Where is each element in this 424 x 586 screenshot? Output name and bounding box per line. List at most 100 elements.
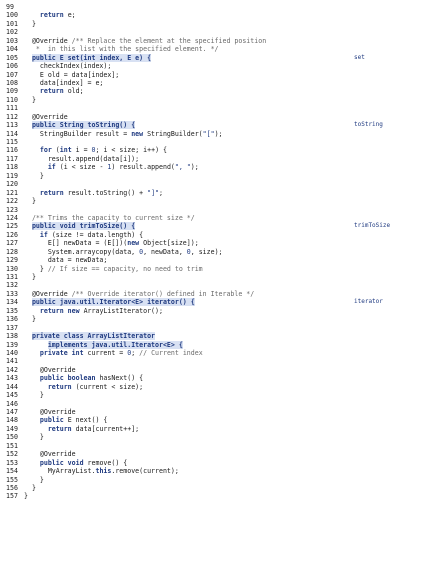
code-token: );	[214, 129, 223, 138]
code-text: return (current < size);	[24, 383, 143, 391]
line-number: 139	[6, 340, 18, 349]
code-token: public void trimToSize() {	[31, 222, 136, 231]
line-number: 157	[6, 492, 18, 501]
code-line: 128 System.arraycopy(data, 0, newData, 0…	[0, 248, 424, 256]
code-line: 153 public void remove() {	[0, 459, 424, 467]
margin-method-label: iterator	[354, 298, 383, 306]
code-token	[24, 11, 40, 19]
code-token	[24, 298, 32, 306]
code-token: // Current index	[139, 348, 203, 357]
line-number: 155	[6, 475, 18, 484]
code-token: @Override	[24, 365, 76, 374]
line-number: 136	[6, 315, 18, 324]
line-number: 144	[6, 382, 18, 391]
code-token: }	[24, 197, 36, 206]
line-number: 99	[6, 3, 14, 11]
line-number: 102	[6, 28, 18, 37]
code-token: StringBuilder(	[143, 129, 203, 138]
line-number: 106	[6, 62, 18, 71]
line-number: 153	[6, 458, 18, 467]
line-number: 122	[6, 197, 18, 206]
code-text: result.append(data[i]);	[24, 155, 139, 163]
code-line: 150 }	[0, 433, 424, 441]
code-line: 144 return (current < size);	[0, 383, 424, 391]
code-token: new	[131, 129, 144, 138]
code-line: 121 return result.toString() + "]";	[0, 189, 424, 197]
code-token: private int	[39, 348, 84, 357]
code-line: 146	[0, 400, 424, 408]
code-token: }	[24, 492, 28, 501]
code-line: 122 }	[0, 197, 424, 205]
code-line: 129 data = newData;	[0, 256, 424, 264]
code-text: return e;	[24, 11, 76, 19]
code-line: 112 @Override	[0, 113, 424, 121]
code-token	[24, 214, 32, 222]
code-line: 154 MyArrayList.this.remove(current);	[0, 467, 424, 475]
code-line: 127 E[] newData = (E[])(new Object[size]…	[0, 239, 424, 247]
code-text: }	[24, 315, 36, 323]
code-token: }	[24, 273, 36, 281]
code-line: 109 return old;	[0, 87, 424, 95]
code-text: data = newData;	[24, 256, 108, 264]
code-token: public java.util.Iterator<E> iterator() …	[31, 298, 195, 307]
code-token: return	[47, 382, 72, 391]
code-token: // If size == capacity, no need to trim	[47, 264, 203, 273]
line-number: 103	[6, 36, 18, 45]
code-token: int	[59, 146, 72, 155]
code-token	[24, 459, 40, 467]
code-token: 0	[186, 247, 191, 256]
line-number: 109	[6, 87, 18, 96]
line-number: 100	[6, 11, 18, 20]
code-token: public E set(int index, E e) {	[31, 53, 152, 62]
line-number: 154	[6, 467, 18, 476]
code-text: public void remove() {	[24, 459, 127, 467]
code-line: 101 }	[0, 20, 424, 28]
line-number: 128	[6, 247, 18, 256]
code-line: 111	[0, 104, 424, 112]
code-text: @Override	[24, 408, 76, 416]
code-token: data[index] = e;	[24, 78, 104, 87]
code-token: return	[47, 424, 72, 433]
code-line: 151	[0, 442, 424, 450]
code-token: }	[24, 315, 36, 324]
line-number: 146	[6, 399, 18, 408]
code-line: 110 }	[0, 96, 424, 104]
code-text: }	[24, 273, 36, 281]
code-token: remove() {	[83, 458, 128, 467]
line-number: 114	[6, 129, 18, 138]
code-text: checkIndex(index);	[24, 62, 111, 70]
code-token: @Override	[24, 408, 76, 416]
code-token: .remove(current);	[111, 467, 179, 476]
code-token: this	[95, 467, 112, 476]
code-token: 0	[127, 348, 132, 357]
code-line: 139 implements java.util.Iterator<E> {	[0, 340, 424, 349]
code-token: /** Override iterator() defined in Itera…	[71, 289, 255, 298]
margin-method-label: toString	[354, 121, 383, 129]
code-line: 99	[0, 3, 424, 11]
code-line: 123	[0, 206, 424, 214]
code-token: @Override	[24, 36, 72, 45]
code-token: for	[39, 146, 52, 155]
code-text: return new ArrayListIterator();	[24, 307, 163, 315]
line-number: 120	[6, 180, 18, 189]
code-text: private class ArrayListIterator	[24, 332, 156, 341]
code-token: (	[51, 146, 60, 155]
line-number: 105	[6, 53, 18, 62]
code-token: E[] newData = (E[])(	[24, 239, 128, 248]
line-number: 119	[6, 171, 18, 180]
code-token: 0	[139, 247, 144, 256]
margin-method-label: set	[354, 53, 365, 61]
code-line: 157}	[0, 492, 424, 500]
code-text: for (int i = 0; i < size; i++) {	[24, 146, 167, 154]
code-token	[24, 231, 40, 239]
code-text: public E set(int index, E e) {	[24, 53, 152, 62]
line-number: 132	[6, 281, 18, 290]
code-line: 137	[0, 324, 424, 332]
code-line: 136 }	[0, 315, 424, 323]
line-number: 148	[6, 416, 18, 425]
code-token: hasNext() {	[95, 374, 144, 383]
code-token	[24, 332, 32, 340]
code-token: public void	[39, 458, 84, 467]
code-text: if (size != data.length) {	[24, 231, 143, 239]
line-number: 129	[6, 256, 18, 265]
